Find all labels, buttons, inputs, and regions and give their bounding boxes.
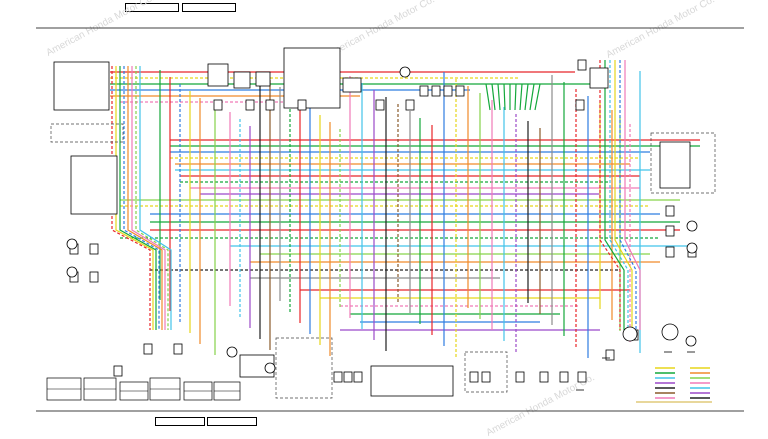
speaker [622, 326, 638, 342]
wire [123, 66, 160, 330]
connector [419, 85, 429, 97]
bulb [686, 242, 698, 254]
wire [534, 83, 541, 111]
connector [333, 371, 343, 383]
connector [443, 85, 453, 97]
connector [265, 99, 275, 111]
fuse-box [283, 47, 341, 109]
wire [491, 83, 496, 111]
wire [485, 83, 491, 111]
wire [624, 60, 641, 330]
header-label-box-1 [125, 3, 179, 12]
relay [342, 77, 362, 93]
horn [661, 323, 679, 341]
battery-outline [650, 132, 716, 194]
connector [455, 85, 465, 97]
wire [614, 60, 633, 330]
bulb [685, 335, 697, 347]
wire [115, 66, 154, 330]
connector-a [207, 63, 229, 87]
sensor-outline [464, 351, 508, 393]
starter-relay [589, 67, 609, 89]
connector [665, 225, 675, 237]
bulb [226, 346, 238, 358]
bulb [66, 266, 78, 278]
connector [577, 59, 587, 71]
wire-harness [110, 60, 700, 358]
connector [481, 371, 491, 383]
ignition-switch [70, 155, 118, 215]
bulb [686, 220, 698, 232]
bulb [264, 362, 276, 374]
connector [89, 271, 99, 283]
connector [143, 343, 153, 355]
connector-c [255, 71, 271, 87]
connector [469, 371, 479, 383]
wire [119, 66, 157, 330]
ecm-unit [53, 61, 110, 111]
connector [297, 99, 307, 111]
connector [605, 349, 615, 361]
battery-box [659, 141, 691, 189]
wire [131, 66, 166, 330]
wire [127, 66, 163, 330]
bulb [399, 66, 411, 78]
wire [497, 83, 501, 111]
wiring-diagram [36, 27, 744, 412]
footer-label-box-2 [207, 417, 257, 426]
connector [431, 85, 441, 97]
switch-outline [50, 123, 124, 143]
connector [245, 99, 255, 111]
connector [375, 99, 385, 111]
connector [405, 99, 415, 111]
connector [213, 99, 223, 111]
connector [559, 371, 569, 383]
wire [529, 83, 535, 111]
connector [173, 343, 183, 355]
bulb [66, 238, 78, 250]
wire [503, 83, 506, 111]
wire [111, 66, 151, 330]
connector [343, 371, 353, 383]
wire [139, 66, 172, 330]
wire [604, 60, 625, 330]
connector [665, 205, 675, 217]
connector [89, 243, 99, 255]
connector [353, 371, 363, 383]
connector-b [233, 71, 251, 89]
wire [519, 83, 523, 111]
connector [665, 246, 675, 258]
components [46, 47, 716, 403]
wire [135, 66, 169, 330]
wire [599, 60, 621, 330]
wire [619, 60, 637, 330]
connector [515, 371, 525, 383]
connector [575, 99, 585, 111]
header-label-box-2 [182, 3, 236, 12]
connector [577, 371, 587, 383]
coil-outline [275, 337, 333, 399]
wire [514, 83, 517, 111]
main-connector-block [370, 365, 454, 397]
wire [524, 83, 529, 111]
footer-label-box-1 [155, 417, 205, 426]
connector [539, 371, 549, 383]
wire [609, 60, 629, 330]
connector [113, 365, 123, 377]
